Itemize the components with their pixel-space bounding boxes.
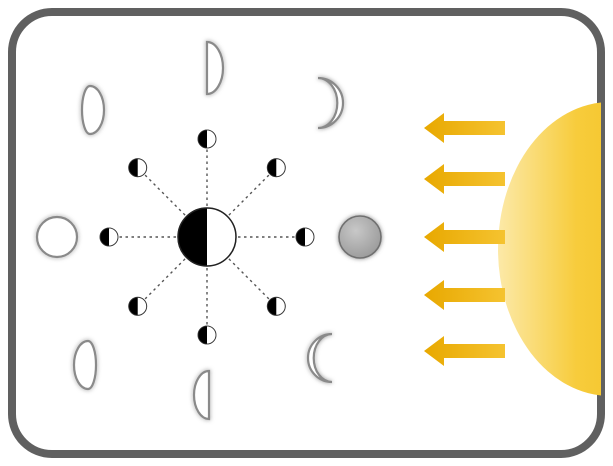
new-moon-phase [339, 216, 381, 258]
waxing-gibbous-phase [82, 86, 104, 134]
orbit-moon-top-right [267, 159, 285, 177]
earth [178, 208, 236, 266]
orbit-moon-right [296, 228, 314, 246]
waning-gibbous-phase [74, 341, 96, 389]
orbit-moon-left [100, 228, 118, 246]
full-moon-phase [37, 217, 77, 257]
orbit-moon-bottom-left [129, 297, 147, 315]
orbit-moon-bottom-right [267, 297, 285, 315]
orbit-moon-top [198, 130, 216, 148]
orbit-moon-bottom [198, 326, 216, 344]
orbit-moon-top-left [129, 159, 147, 177]
